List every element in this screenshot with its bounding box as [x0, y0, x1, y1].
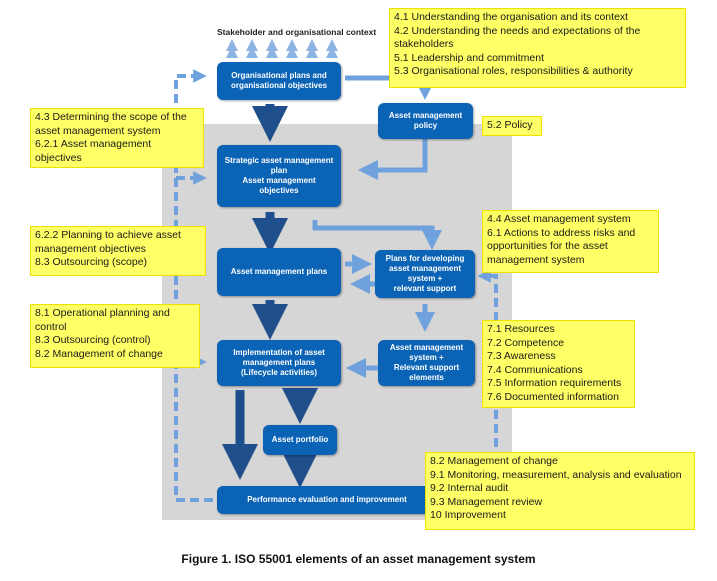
am-plans-box: Asset management plans — [217, 248, 341, 296]
plans-dev-box: Plans for developing asset management sy… — [375, 250, 475, 298]
note-clauses-8-1: 8.1 Operational planning and control 8.3… — [30, 304, 200, 368]
note-clauses-9-10: 8.2 Management of change 9.1 Monitoring,… — [425, 452, 695, 530]
implementation-box: Implementation of asset management plans… — [217, 340, 341, 386]
figure-caption: Figure 1. ISO 55001 elements of an asset… — [181, 552, 536, 566]
note-clauses-4-5: 4.1 Understanding the organisation and i… — [389, 8, 686, 88]
note-clauses-6-2-2: 6.2.2 Planning to achieve asset manageme… — [30, 226, 206, 276]
main-flow-arrows — [222, 104, 318, 488]
note-clauses-4-3: 4.3 Determining the scope of the asset m… — [30, 108, 204, 168]
context-label: Stakeholder and organisational context — [217, 27, 377, 37]
note-clauses-4-4: 4.4 Asset management system 6.1 Actions … — [482, 210, 659, 273]
asset-portfolio-box: Asset portfolio — [263, 425, 337, 455]
org-plans-box: Organisational plans and organisational … — [217, 62, 341, 100]
am-system-box: Asset management system + Relevant suppo… — [378, 340, 475, 386]
performance-box: Performance evaluation and improvement — [217, 486, 437, 514]
context-arrows — [226, 39, 338, 58]
samp-box: Strategic asset management plan Asset ma… — [217, 145, 341, 207]
note-clauses-7: 7.1 Resources 7.2 Competence 7.3 Awarene… — [482, 320, 635, 408]
note-clause-5-2: 5.2 Policy — [482, 116, 542, 136]
am-policy-box: Asset management policy — [378, 103, 473, 139]
